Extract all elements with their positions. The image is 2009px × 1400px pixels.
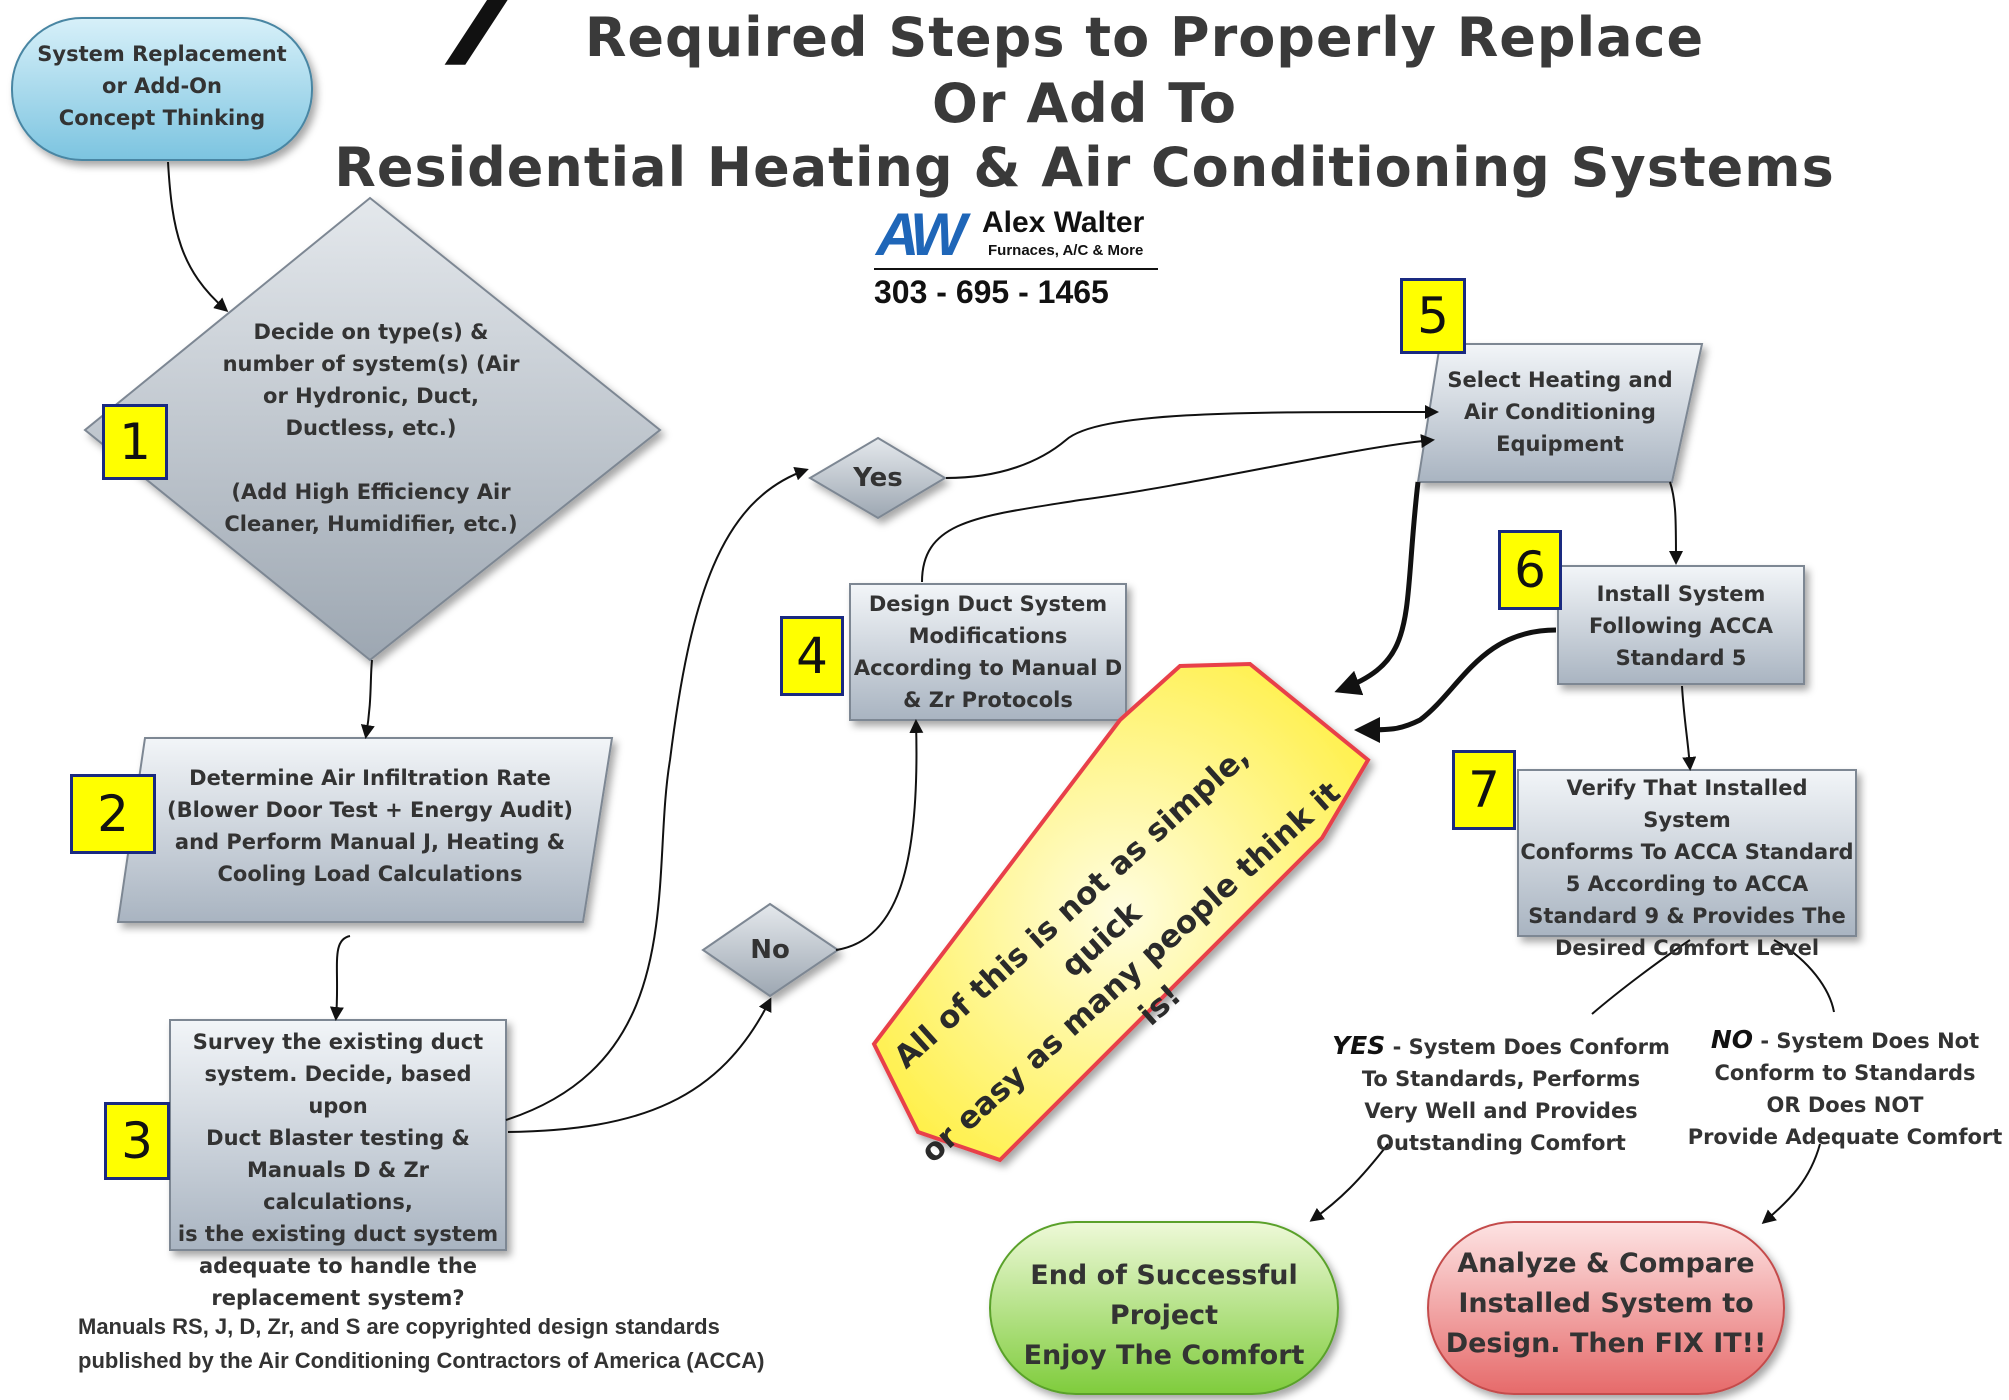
step-3-number: 3 (104, 1102, 170, 1180)
step-5-text: Select Heating and Air Conditioning Equi… (1447, 368, 1673, 456)
arrow-no-to-fix (1761, 1143, 1821, 1224)
arrow-3-to-yes (505, 467, 809, 1121)
step-1-text: Decide on type(s) & number of system(s) … (222, 320, 520, 536)
fix-terminal (1427, 1221, 1785, 1395)
logo-phone: 303 - 695 - 1465 (874, 274, 1109, 310)
step-7-text: Verify That Installed System Conforms To… (1520, 776, 1854, 960)
arrow-6-to-banner (1354, 627, 1557, 743)
step-2-box (116, 737, 614, 923)
start-terminal (11, 17, 313, 161)
arrow-1-to-2 (360, 659, 375, 739)
logo-divider (874, 268, 1158, 270)
step-6-text: Install System Following ACCA Standard 5 (1589, 582, 1773, 670)
no-decision (701, 902, 840, 998)
title-line-2: Or Add To (932, 72, 1237, 135)
logo-name: Alex Walter (982, 206, 1145, 239)
title-line-3: Residential Heating & Air Conditioning S… (334, 136, 1835, 199)
step-2-text: Determine Air Infiltration Rate (Blower … (166, 766, 574, 886)
arrow-5-to-6 (1668, 481, 1683, 565)
yes-label: Yes (853, 463, 903, 493)
step-6-number: 6 (1498, 530, 1562, 610)
step-5-number: 5 (1400, 278, 1466, 354)
step-2-number: 2 (70, 774, 156, 854)
arrow-4-to-5 (921, 434, 1435, 583)
company-logo: AW Alex Walter Furnaces, A/C & More 303 … (868, 201, 1158, 318)
warning-banner (871, 661, 1371, 1163)
arrow-3-to-no (507, 997, 772, 1133)
step-4-box (849, 583, 1127, 721)
step-1-decision (83, 196, 662, 662)
step-3-box (169, 1019, 507, 1251)
arrow-7-yes (1591, 939, 1691, 1015)
title-number: 7 (436, 0, 513, 91)
result-yes-label: YES (1332, 1031, 1386, 1060)
title-line-1: Required Steps to Properly Replace (584, 6, 1705, 69)
success-terminal (989, 1221, 1339, 1395)
fix-text: Analyze & Compare Installed System to De… (1445, 1248, 1767, 1359)
arrow-6-to-7 (1681, 685, 1697, 771)
no-label: No (750, 935, 790, 965)
result-no-label: NO (1710, 1025, 1754, 1054)
arrow-5-to-banner (1334, 481, 1421, 696)
arrow-7-no (1773, 939, 1835, 1013)
thick-connectors (1334, 481, 1557, 743)
footnote: Manuals RS, J, D, Zr, and S are copyrigh… (78, 1314, 765, 1373)
result-no-text: NO - System Does Not Conform to Standard… (1687, 1025, 2003, 1149)
arrow-no-to-4 (835, 719, 924, 951)
logo-mark: AW (876, 201, 967, 268)
arrow-yes-to-success (1309, 1143, 1389, 1222)
step-4-text: Design Duct System Modifications Accordi… (853, 592, 1123, 712)
step-4-number: 4 (780, 616, 844, 696)
success-text: End of Successful Project Enjoy The Comf… (1023, 1260, 1305, 1371)
step-7-number: 7 (1452, 750, 1516, 830)
arrow-yes-to-5 (945, 404, 1439, 479)
start-text: System Replacement or Add-On Concept Thi… (37, 42, 287, 130)
arrow-2-to-3 (329, 935, 351, 1021)
yes-decision (808, 436, 947, 520)
logo-tagline: Furnaces, A/C & More (988, 242, 1144, 259)
step-6-box (1557, 565, 1805, 685)
connectors (167, 161, 1835, 1224)
arrow-start-to-1 (167, 161, 229, 312)
step-1-number: 1 (102, 404, 168, 480)
step-7-box (1517, 769, 1857, 937)
step-3-text: Survey the existing duct system. Decide,… (177, 1030, 499, 1310)
result-yes-text: YES - System Does Conform To Standards, … (1332, 1031, 1670, 1155)
